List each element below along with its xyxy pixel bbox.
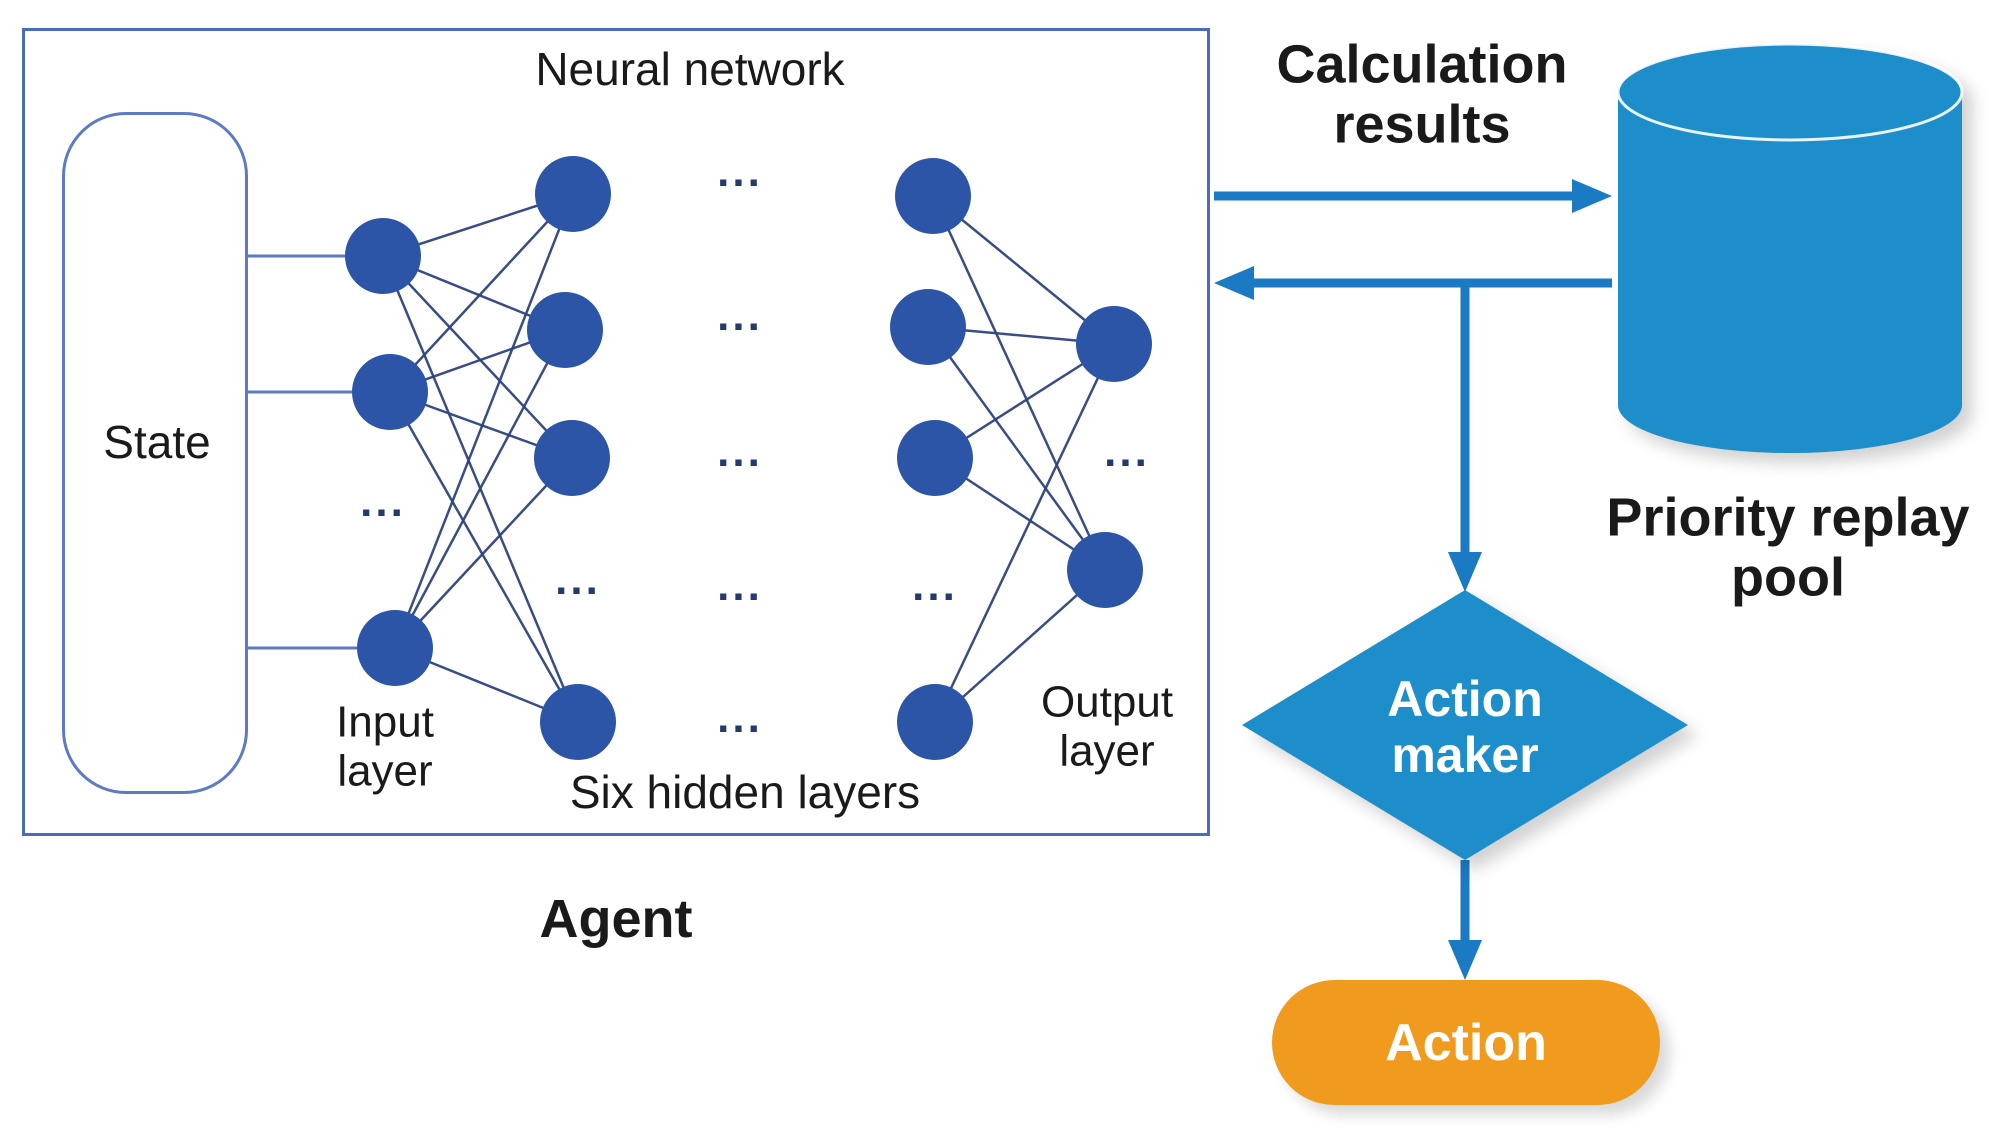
ellipsis: ... — [717, 561, 763, 610]
agent-box — [22, 28, 1210, 836]
ellipsis: ... — [555, 555, 601, 604]
calculation-results-label: Calculation results — [1276, 34, 1568, 155]
ellipsis: ... — [717, 147, 763, 196]
state-box — [62, 112, 248, 794]
action-label: Action — [1385, 1013, 1547, 1072]
ellipsis: ... — [717, 427, 763, 476]
action-maker-label: Action maker — [1387, 671, 1543, 783]
ellipsis: ... — [1104, 427, 1150, 476]
ellipsis: ... — [717, 693, 763, 742]
input-layer-label: Input layer — [336, 697, 434, 796]
output-layer-label: Output layer — [1040, 677, 1174, 776]
replay-pool-cylinder — [1616, 42, 1964, 453]
ellipsis: ... — [360, 477, 406, 526]
priority-replay-pool-label: Priority replay pool — [1606, 487, 1970, 608]
ellipsis: ... — [717, 291, 763, 340]
action-pill: Action — [1272, 980, 1660, 1105]
neural-network-title: Neural network — [535, 43, 845, 95]
agent-label: Agent — [539, 888, 693, 949]
ellipsis: ... — [912, 561, 958, 610]
hidden-layers-label: Six hidden layers — [569, 766, 921, 819]
state-label: State — [103, 416, 211, 469]
